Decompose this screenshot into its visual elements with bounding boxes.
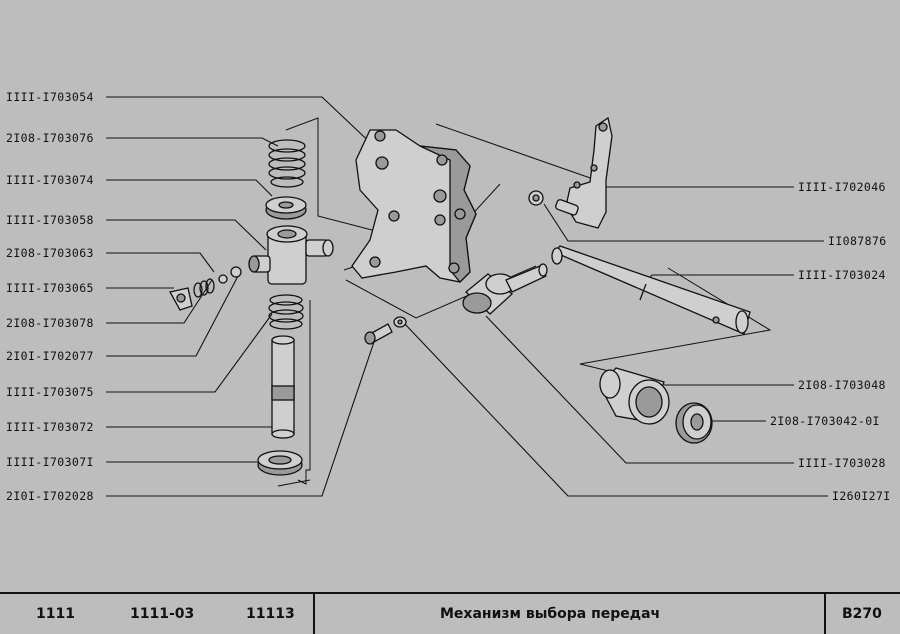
spring-lower (268, 294, 304, 330)
spring-seat (265, 196, 307, 220)
part-label: IIII-I703028 (798, 456, 886, 470)
selector-rod (551, 245, 751, 335)
part-label: 2I08-I703048 (798, 378, 886, 392)
model-label: 1111-03 (130, 606, 195, 622)
part-label: 2I08-I703042-0I (770, 414, 880, 428)
part-label: IIII-I703075 (6, 385, 94, 399)
divider (824, 594, 826, 634)
part-label: IIII-I703054 (6, 90, 94, 104)
washer (393, 316, 407, 328)
leader-lines (106, 96, 828, 497)
parts-diagram: IIII-I703054 2I08-I703076 IIII-I703074 I… (6, 90, 891, 503)
lock-washer (528, 190, 544, 206)
bushing-lower (257, 450, 303, 476)
part-label: I260I27I (832, 489, 891, 503)
small-spring (193, 278, 215, 298)
page-code: В270 (842, 606, 882, 622)
spring-upper (268, 139, 306, 188)
retainer-clip (169, 287, 193, 311)
part-label: IIII-I703058 (6, 213, 94, 227)
part-label: 2I0I-I702077 (6, 349, 94, 363)
part-label: IIII-I703074 (6, 173, 94, 187)
part-label: 2I0I-I702028 (6, 489, 94, 503)
detent-ball (218, 266, 242, 284)
bushing-sleeve (599, 367, 670, 425)
part-label: IIII-I702046 (798, 180, 886, 194)
model-label: 1111 (36, 606, 75, 622)
part-label: 2I08-I703076 (6, 131, 94, 145)
left-labels: IIII-I703054 2I08-I703076 IIII-I703074 I… (6, 90, 94, 503)
bolt (364, 323, 393, 345)
part-label: IIII-I70307I (6, 455, 94, 469)
selector-shaft (271, 335, 295, 439)
housing-bracket (351, 129, 477, 283)
title-block: 1111 1111-03 11113 Механизм выбора перед… (0, 592, 900, 634)
divider (313, 594, 315, 634)
guide-bushing (462, 263, 548, 315)
part-label: 2I08-I703063 (6, 246, 94, 260)
page-title: Механизм выбора передач (440, 606, 661, 622)
part-label: IIII-I703065 (6, 281, 94, 295)
right-labels: IIII-I702046 II087876 IIII-I703024 2I08-… (770, 180, 891, 503)
part-label: IIII-I703024 (798, 268, 886, 282)
part-label: IIII-I703072 (6, 420, 94, 434)
lever (555, 116, 613, 229)
model-label: 11113 (246, 606, 295, 622)
seal-ring (675, 402, 713, 444)
part-label: II087876 (828, 234, 887, 248)
part-label: 2I08-I703078 (6, 316, 94, 330)
selector-body (248, 225, 334, 285)
